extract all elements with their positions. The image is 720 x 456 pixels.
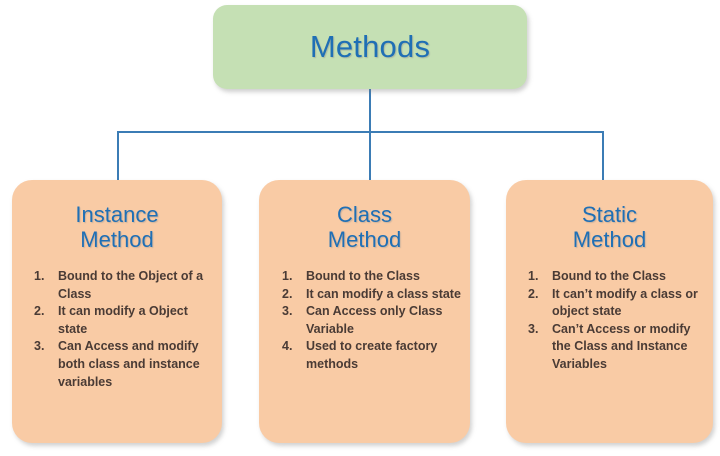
- root-node-title: Methods: [309, 29, 431, 64]
- list-item-number: 4.: [282, 339, 293, 354]
- list-item: 4. Used to create factory methods: [259, 338, 470, 373]
- list-item: 1. Bound to the Class: [506, 268, 713, 286]
- node-instance-method-title: Instance Method: [12, 202, 222, 252]
- list-item-text: Can Access and modify both class and ins…: [58, 339, 200, 389]
- node-static-method-title-line1: Static: [581, 202, 638, 227]
- node-instance-method-list: 1. Bound to the Object of a Class 2. It …: [12, 268, 222, 391]
- list-item-text: Bound to the Class: [306, 269, 420, 283]
- list-item: 2. It can modify a Object state: [12, 303, 222, 338]
- list-item: 3. Can’t Access or modify the Class and …: [506, 321, 713, 374]
- root-node-methods[interactable]: Methods: [213, 5, 527, 89]
- node-class-method-title-line2: Method: [327, 227, 402, 252]
- list-item-text: Can Access only Class Variable: [306, 304, 443, 336]
- node-instance-method[interactable]: Instance Method 1. Bound to the Object o…: [12, 180, 222, 443]
- list-item-number: 1.: [34, 269, 45, 283]
- list-item-text: It can modify a Object state: [58, 304, 188, 336]
- list-item-text: It can’t modify a class or object state: [552, 286, 698, 319]
- node-instance-method-title-line2: Method: [80, 227, 154, 252]
- list-item-number: 3.: [528, 321, 539, 336]
- node-static-method-title: Static Method: [506, 202, 713, 252]
- list-item-number: 3.: [282, 304, 293, 319]
- list-item-number: 2.: [282, 286, 293, 301]
- list-item: 1. Bound to the Class: [259, 268, 470, 286]
- list-item-number: 1.: [282, 269, 293, 283]
- node-class-method-title-line1: Class: [336, 202, 392, 227]
- list-item-text: Bound to the Object of a Class: [58, 269, 204, 301]
- list-item: 1. Bound to the Object of a Class: [12, 268, 222, 303]
- node-class-method-title: Class Method: [259, 202, 470, 252]
- list-item: 3. Can Access only Class Variable: [259, 303, 470, 338]
- list-item-number: 3.: [34, 339, 45, 354]
- list-item-text: It can modify a class state: [306, 286, 461, 301]
- list-item-number: 2.: [34, 304, 45, 319]
- list-item: 2. It can’t modify a class or object sta…: [506, 286, 713, 321]
- list-item: 3. Can Access and modify both class and …: [12, 338, 222, 391]
- node-static-method[interactable]: Static Method 1. Bound to the Class 2. I…: [506, 180, 713, 443]
- node-instance-method-title-line1: Instance: [75, 202, 159, 227]
- node-class-method[interactable]: Class Method 1. Bound to the Class 2. It…: [259, 180, 470, 443]
- node-static-method-list: 1. Bound to the Class 2. It can’t modify…: [506, 268, 713, 374]
- list-item: 2. It can modify a class state: [259, 286, 470, 304]
- node-static-method-title-line2: Method: [572, 227, 647, 252]
- list-item-text: Bound to the Class: [552, 269, 666, 283]
- list-item-number: 1.: [528, 269, 539, 283]
- list-item-number: 2.: [528, 286, 539, 301]
- node-class-method-list: 1. Bound to the Class 2. It can modify a…: [259, 268, 470, 374]
- list-item-text: Can’t Access or modify the Class and Ins…: [552, 321, 691, 371]
- list-item-text: Used to create factory methods: [306, 339, 438, 371]
